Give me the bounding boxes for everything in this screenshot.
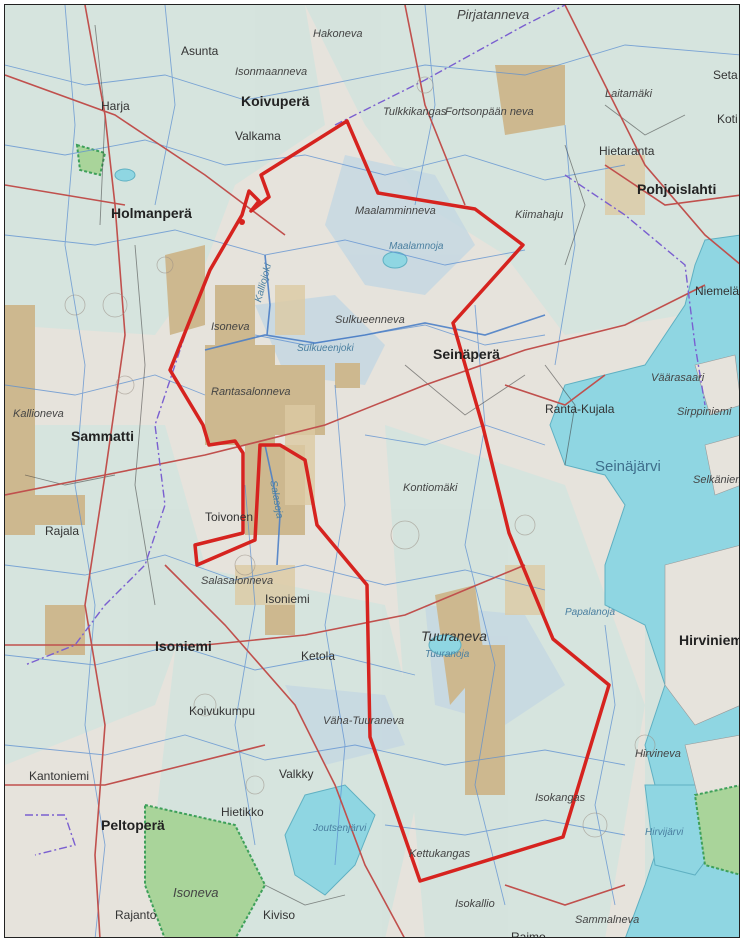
label-kallioneva: Kallioneva [13,408,64,420]
label-kiimahaju: Kiimahaju [515,209,563,221]
label-hirvijarvi: Hirvijärvi [645,827,684,838]
label-seinapera: Seinäperä [433,346,500,362]
label-kontiomaki: Kontiomäki [403,482,458,494]
label-hirvineva: Hirvineva [635,748,681,760]
main-stream [204,254,546,566]
label-hietaranta: Hietaranta [599,144,655,158]
label-peltopera: Peltoperä [101,817,165,833]
label-toivonen: Toivonen [205,510,253,524]
label-raimo: Raimo [511,930,546,938]
label-sulkueenneva: Sulkueenneva [335,314,405,326]
label-isoneva: Isoneva [211,321,250,333]
label-sirppiniemi: Sirppiniemi [677,406,732,418]
terrain-labels: Hakoneva Isonmaanneva Tulkkikangas Forts… [13,7,740,926]
field-areas-light [235,155,645,615]
label-salasalonneva: Salasalonneva [201,575,273,587]
label-hietikko: Hietikko [221,805,264,819]
label-rajanto: Rajanto [115,908,157,922]
label-laitamaki: Laitamäki [605,88,653,100]
label-isokangas: Isokangas [535,792,586,804]
place-labels: Asunta Harja Koivuperä Valkama Holmanper… [29,44,740,938]
map-frame: Asunta Harja Koivuperä Valkama Holmanper… [4,4,740,938]
boundary-marker [239,219,245,225]
map-canvas[interactable]: Asunta Harja Koivuperä Valkama Holmanper… [5,5,740,938]
label-isokallio: Isokallio [455,898,495,910]
label-tulkkikangas: Tulkkikangas [383,106,447,118]
label-joutsenjarvi: Joutsenjärvi [312,823,367,834]
label-tuuraneva: Tuuraneva [421,628,487,644]
label-niemela: Niemelä [695,284,739,298]
label-valkama: Valkama [235,129,281,143]
label-vaarasaari: Väärasaari [651,372,705,384]
label-isonmaanneva: Isonmaanneva [235,66,307,78]
label-maalamminneva: Maalamminneva [355,205,436,217]
label-seinajarvi: Seinäjärvi [595,458,661,475]
label-tuuranoja: Tuuranoja [425,649,470,660]
label-isoniemi: Isoniemi [155,638,212,654]
study-area-boundary [168,119,611,883]
label-sammatti: Sammatti [71,428,134,444]
label-rantasalonneva: Rantasalonneva [211,386,291,398]
protected-areas [75,143,739,937]
admin-border [24,5,706,856]
label-kettukangas: Kettukangas [409,848,471,860]
label-papalanoja: Papalanoja [565,607,615,618]
label-kantoniemi: Kantoniemi [29,769,89,783]
label-koti: Koti [717,112,738,126]
label-valkky: Valkky [279,767,313,781]
label-asunta: Asunta [181,44,219,58]
label-koivukumpu: Koivukumpu [189,704,255,718]
label-fortsonpaan: Fortsonpään neva [445,106,534,118]
label-hirviniemi: Hirviniemi [679,632,740,648]
label-pirjatanneva: Pirjatanneva [457,7,529,22]
label-holmanpera: Holmanperä [111,205,192,221]
label-pohjoislahti: Pohjoislahti [637,181,716,197]
label-ranta-kujala: Ranta-Kujala [545,402,615,416]
label-rajala: Rajala [45,524,79,538]
field-areas [5,65,565,795]
label-isoneva-south: Isoneva [173,885,219,900]
label-vaha-tuuraneva: Väha-Tuuraneva [323,715,404,727]
road-network [5,5,739,937]
label-selkaniemi: Selkäniemi [693,474,740,486]
label-harja: Harja [101,99,130,113]
label-isoniemi-small: Isoniemi [265,592,310,606]
label-kiviso: Kiviso [263,908,295,922]
label-hakoneva: Hakoneva [313,28,363,40]
label-seta: Seta [713,68,738,82]
label-sammalneva: Sammalneva [575,914,639,926]
label-maalamnoja: Maalamnoja [389,241,444,252]
relief-marks [64,76,656,838]
label-sulkueenjoki: Sulkueenjoki [297,343,354,354]
label-koivupera: Koivuperä [241,93,310,109]
label-ketola: Ketola [301,649,335,663]
